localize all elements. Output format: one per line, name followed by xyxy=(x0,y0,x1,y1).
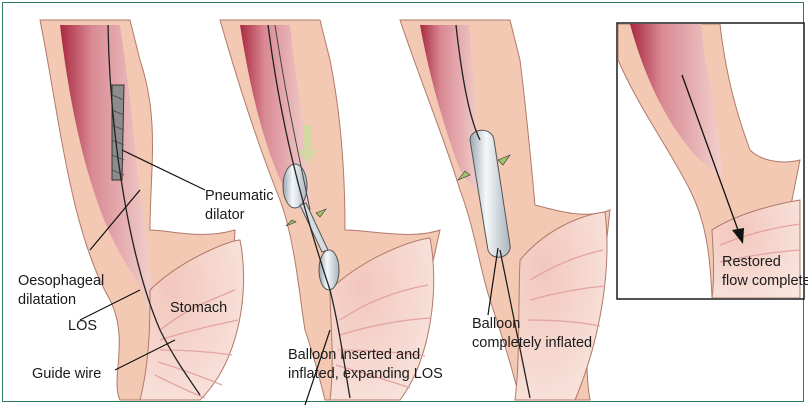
label-pneumatic-dilator-1: Pneumatic xyxy=(205,188,274,204)
label-los: LOS xyxy=(68,318,97,334)
panel-4-caption-1: Restored xyxy=(722,254,781,270)
label-pneumatic-dilator-2: dilator xyxy=(205,207,245,223)
panel-2-caption-1: Balloon inserted and xyxy=(288,347,420,363)
panel-3-caption-1: Balloon xyxy=(472,316,520,332)
label-oesophageal-2: dilatation xyxy=(18,292,76,308)
label-stomach: Stomach xyxy=(170,300,227,316)
label-oesophageal-1: Oesophageal xyxy=(18,273,104,289)
panel-3-caption-2: completely inflated xyxy=(472,335,592,351)
label-guide-wire: Guide wire xyxy=(32,366,101,382)
panel-2-caption-2: inflated, expanding LOS xyxy=(288,366,443,382)
panel-2-illustration xyxy=(220,20,440,400)
panel-4-caption-2: flow complete xyxy=(722,273,808,289)
